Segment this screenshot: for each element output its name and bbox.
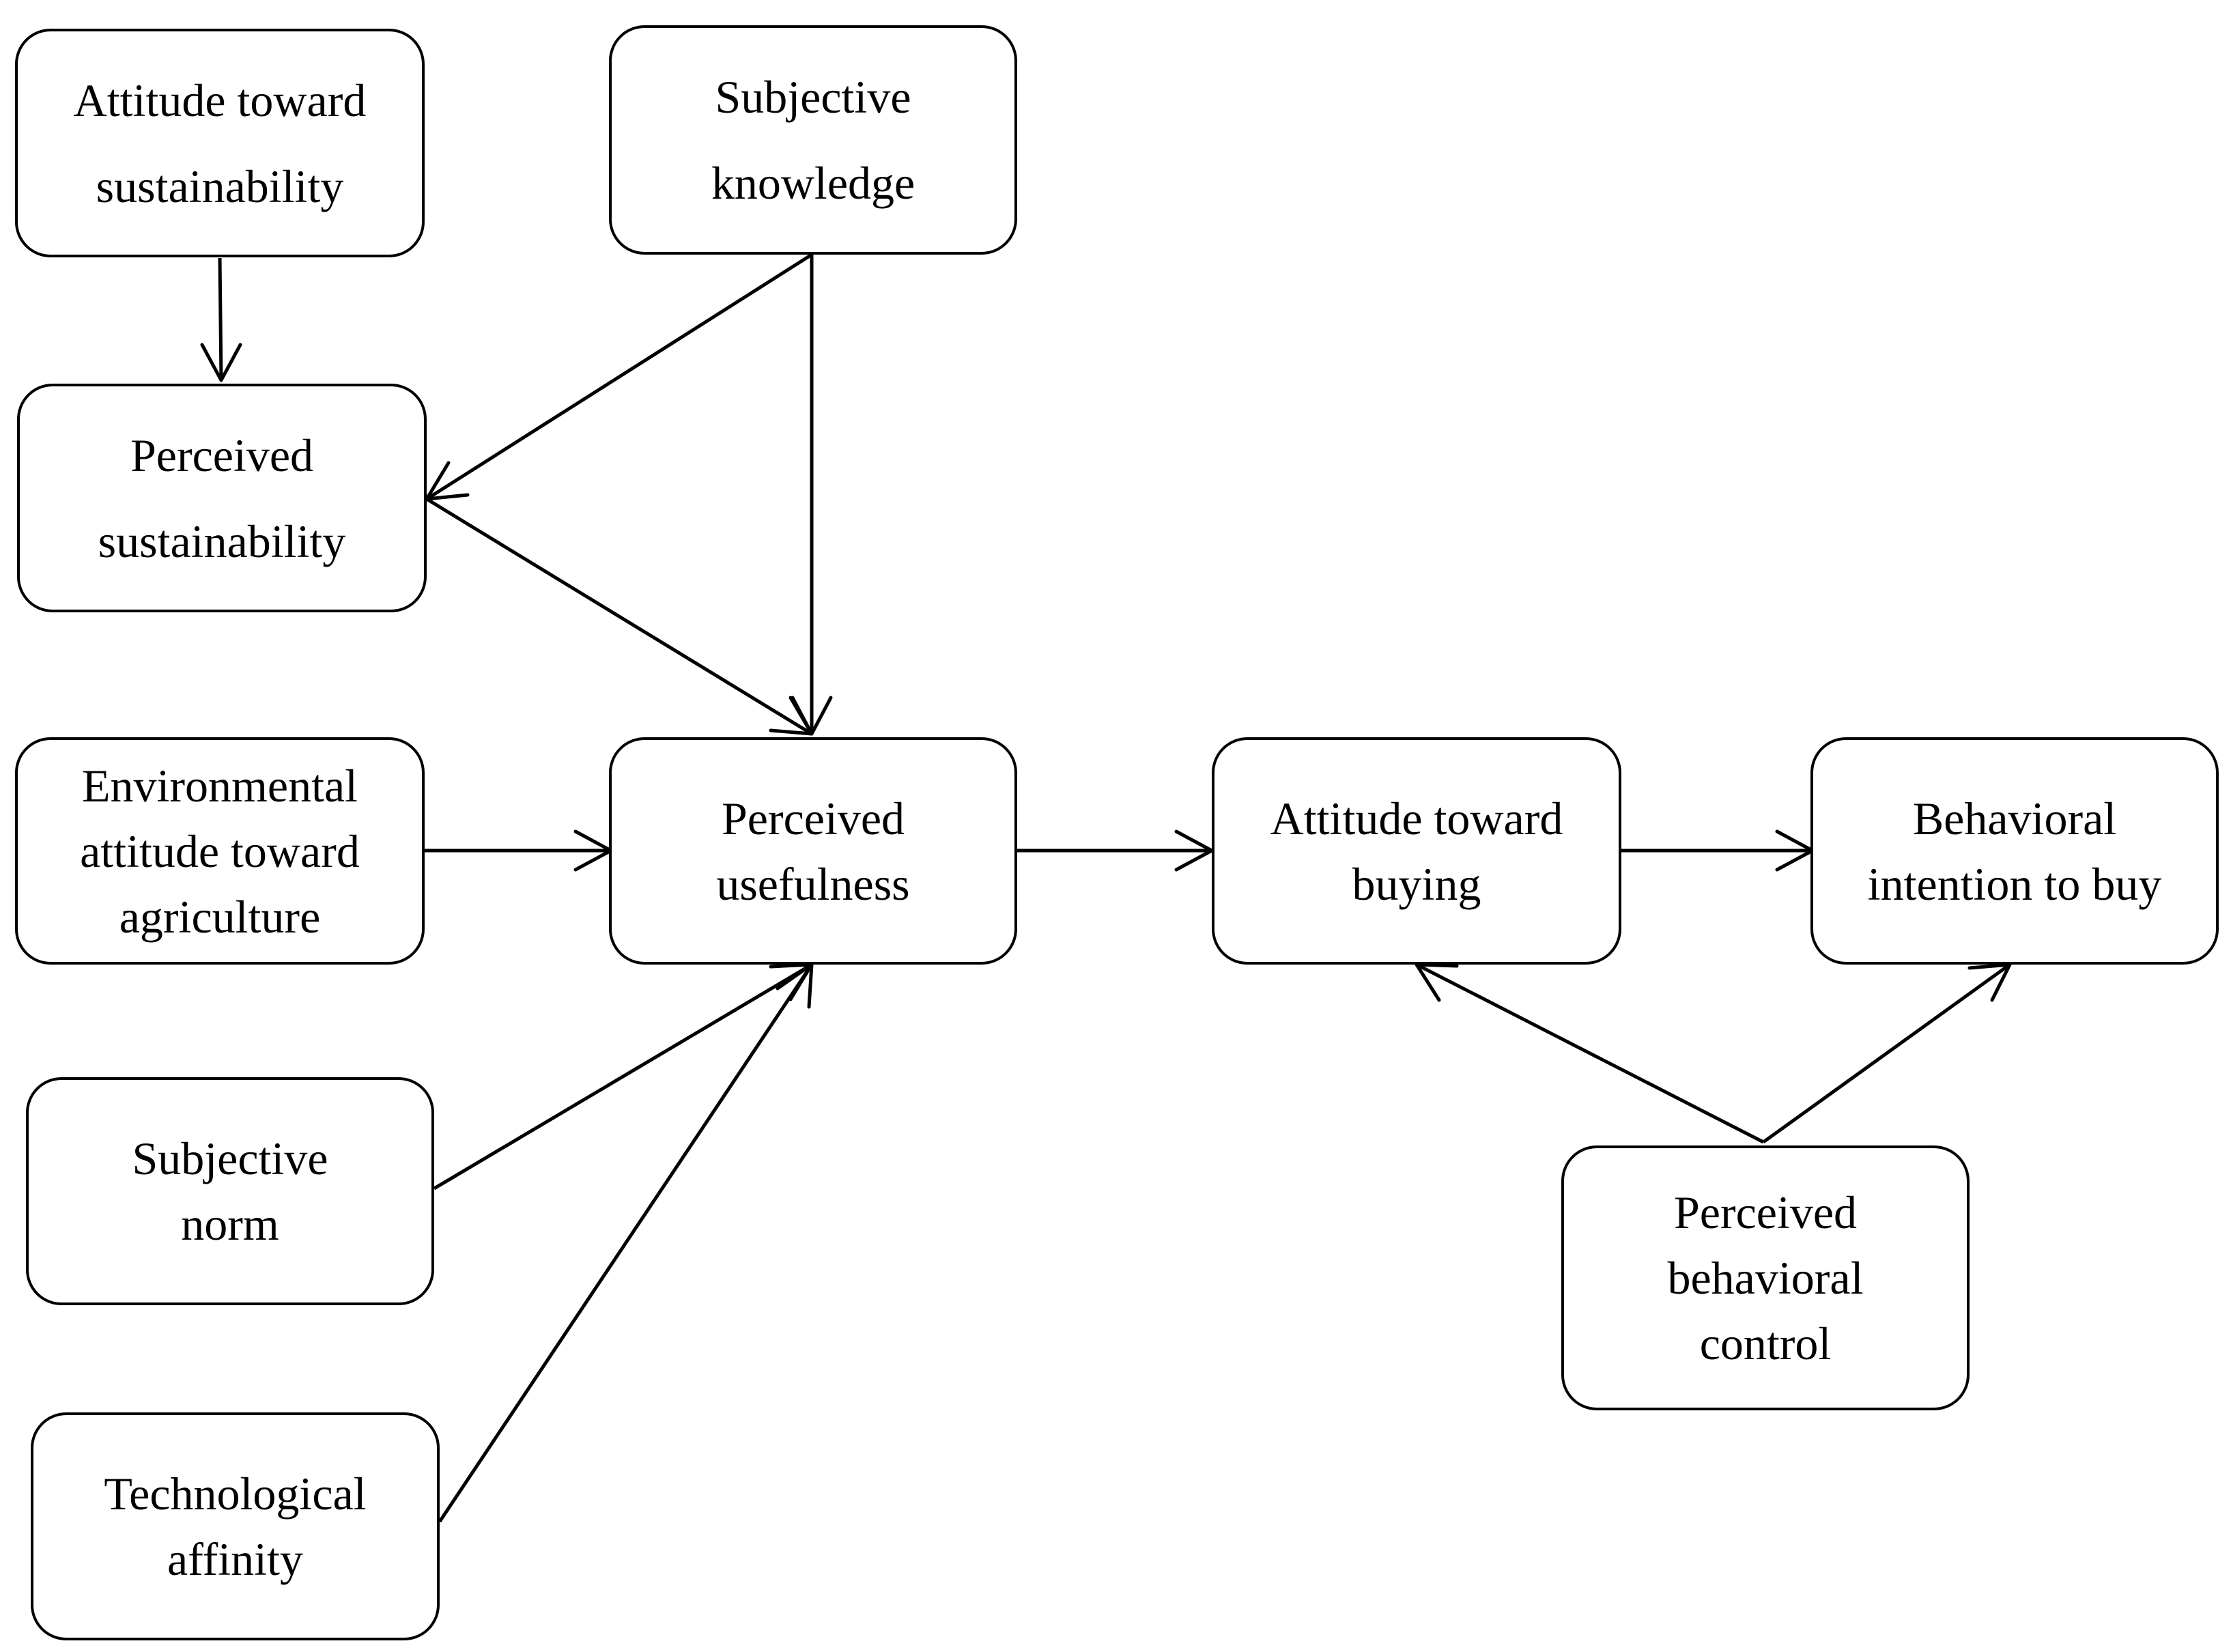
edge-subjective-knowledge-to-perceived-sustainability [425,253,813,501]
node-subjective-norm: Subjective norm [26,1077,434,1305]
edge-technological-affinity-to-perceived-usefulness [438,963,814,1523]
node-label-line: control [1699,1318,1832,1369]
edge-perceived-behavioral-control-to-attitude-buying [1415,963,1765,1144]
node-perceived-behavioral-control: Perceived behavioral control [1561,1145,1970,1410]
node-perceived-sustainability: Perceived sustainability [17,384,427,612]
node-label-line: usefulness [716,857,910,910]
edge-perceived-behavioral-control-to-behavioral-intention [1762,963,2012,1144]
node-label-line: Perceived [721,792,905,844]
node-label-line: Perceived [1673,1186,1858,1238]
edge-attitude-sustainability-to-perceived-sustainability [200,257,242,382]
node-label-line: affinity [167,1533,303,1585]
node-technological-affinity: Technological affinity [31,1412,440,1640]
node-label-line: Behavioral [1912,792,2117,844]
edge-subjective-norm-to-perceived-usefulness [433,963,814,1191]
node-attitude-toward-buying: Attitude toward buying [1212,737,1621,965]
edge-environmental-attitude-to-perceived-usefulness [423,829,613,872]
node-environmental-attitude-toward-agriculture: Environmental attitude toward agricultur… [15,737,425,965]
node-label-line: Attitude toward [73,74,367,126]
node-label-line: knowledge [711,157,915,209]
node-label-line: behavioral [1667,1252,1864,1304]
node-label-line: Perceived [130,429,314,481]
node-label-line: intention to buy [1867,857,2162,910]
edge-perceived-usefulness-to-attitude-buying [1017,829,1214,872]
node-label-line: Technological [104,1468,367,1520]
node-label-line: sustainability [98,515,346,567]
node-label-line: Subjective [715,71,911,123]
edge-subjective-knowledge-to-perceived-usefulness [791,255,833,736]
node-label-line: norm [181,1198,279,1250]
edge-perceived-sustainability-to-perceived-usefulness [425,497,814,736]
node-label-line: Attitude toward [1270,792,1563,844]
node-label-line: attitude toward [80,825,360,877]
node-behavioral-intention-to-buy: Behavioral intention to buy [1810,737,2219,965]
node-label-line: buying [1352,857,1481,910]
node-label-line: agriculture [119,890,321,943]
node-subjective-knowledge: Subjective knowledge [609,25,1017,255]
node-perceived-usefulness: Perceived usefulness [609,737,1017,965]
node-attitude-toward-sustainability: Attitude toward sustainability [15,29,425,257]
edge-attitude-buying-to-behavioral-intention [1620,829,1815,872]
node-label-line: Environmental [81,759,358,812]
node-label-line: Subjective [132,1133,328,1184]
node-label-line: sustainability [96,160,344,212]
